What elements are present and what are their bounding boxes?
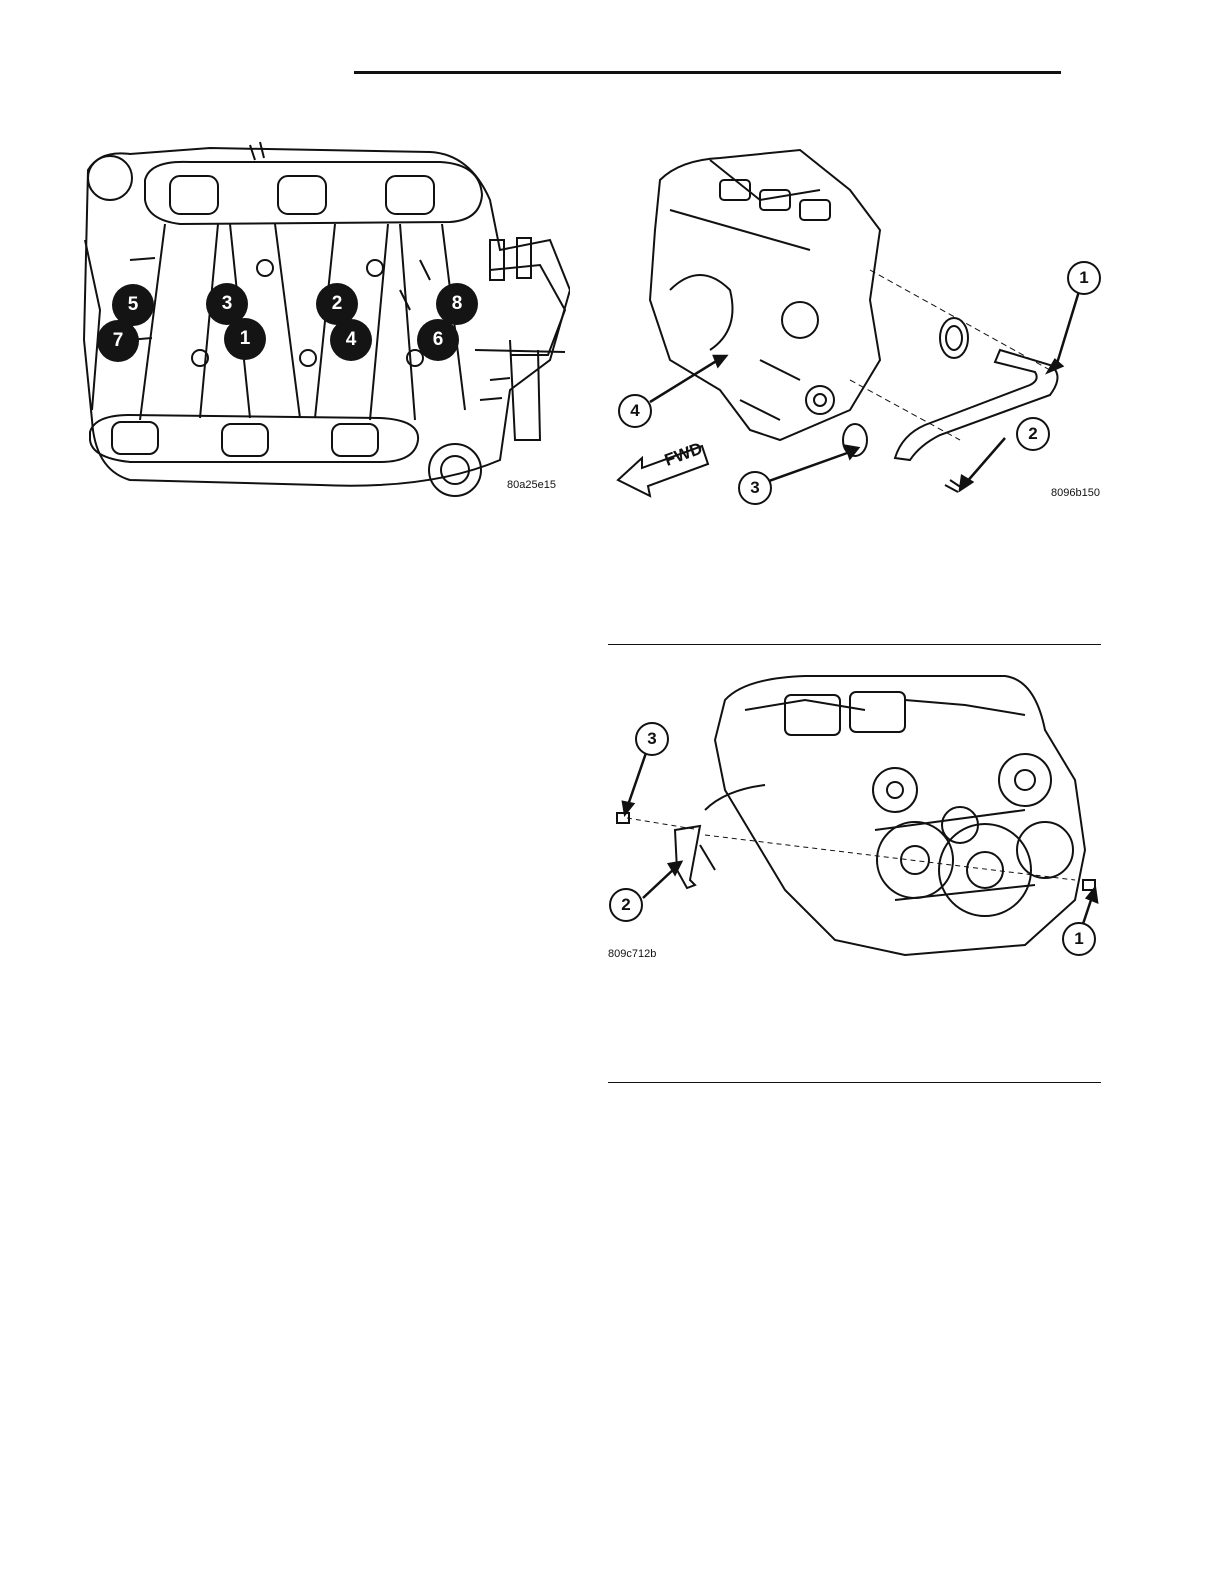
figure-image-code: 80a25e15 [507,479,556,491]
callout-1: 1 [1062,922,1096,956]
figure-image-code: 8096b150 [1051,487,1100,499]
sequence-callout-4: 4 [330,319,372,361]
support-bracket-illustration [605,670,1105,970]
callout-2: 2 [1016,417,1050,451]
callout-1: 1 [1067,261,1101,295]
sequence-callout-1: 1 [224,318,266,360]
callout-3: 3 [738,471,772,505]
figure-image-code: 809c712b [608,948,656,960]
intake-manifold-illustration [70,140,570,510]
intake-manifold-figure: 5 3 2 8 7 1 4 6 80a25e15 [70,140,570,510]
header-rule [354,71,1061,74]
figure-separator [608,1082,1101,1083]
sequence-callout-6: 6 [417,319,459,361]
support-bracket-figure: 3 2 1 809c712b [605,670,1105,970]
callout-2: 2 [609,888,643,922]
crossover-pipe-figure: FWD 1 2 3 4 8096b150 [610,140,1120,510]
callout-3: 3 [635,722,669,756]
sequence-callout-7: 7 [97,320,139,362]
callout-4: 4 [618,394,652,428]
figure-separator [608,644,1101,645]
